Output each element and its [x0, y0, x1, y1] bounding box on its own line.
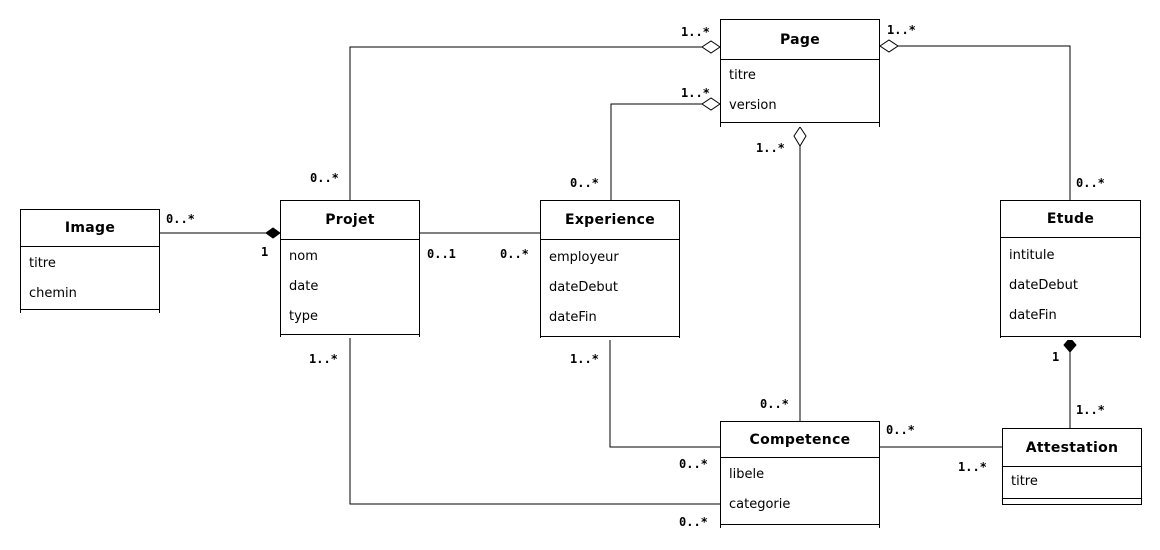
class-page-attributes: titre version [721, 60, 879, 123]
class-competence[interactable]: Competence libele categorie [720, 421, 880, 529]
aggregation-diamond-page-bottom [793, 126, 807, 147]
attribute: chemin [29, 286, 77, 301]
attribute: intitule [1009, 248, 1055, 263]
class-page[interactable]: Page titre version [720, 19, 880, 127]
multiplicity-image-projet-at-image: 0..* [166, 212, 195, 226]
multiplicity-projet-experience-at-experience: 0..* [500, 247, 529, 261]
multiplicity-competence-attestation-at-competence: 0..* [886, 423, 915, 437]
attribute: titre [29, 256, 56, 271]
class-projet-methods-empty [281, 335, 419, 338]
multiplicity-projet-page-at-page: 1..* [681, 25, 710, 39]
connector-experience-page [610, 103, 702, 200]
multiplicity-page-competence-at-competence: 0..* [760, 397, 789, 411]
attribute: nom [289, 249, 318, 264]
class-etude-methods-empty [1001, 337, 1140, 340]
class-image[interactable]: Image titre chemin [20, 209, 160, 314]
multiplicity-experience-competence-at-experience: 1..* [570, 352, 599, 366]
multiplicity-experience-page-at-experience: 0..* [570, 176, 599, 190]
connector-projet-competence [349, 336, 720, 505]
attribute: version [729, 98, 777, 113]
multiplicity-experience-competence-at-competence: 0..* [679, 457, 708, 471]
connector-projet-page [349, 46, 702, 200]
class-page-name: Page [721, 20, 879, 60]
connector-page-etude [898, 45, 1071, 200]
class-projet-name: Projet [281, 201, 419, 240]
class-etude-attributes: intitule dateDebut dateFin [1001, 238, 1140, 337]
aggregation-diamond-page-right [879, 39, 899, 53]
multiplicity-etude-attestation-at-attestation: 1..* [1076, 403, 1105, 417]
multiplicity-image-projet-at-projet: 1 [261, 245, 269, 259]
class-image-methods-empty [21, 310, 159, 314]
attribute: dateDebut [549, 280, 618, 295]
attribute: date [289, 279, 319, 294]
class-image-attributes: titre chemin [21, 247, 159, 310]
multiplicity-projet-competence-at-competence: 0..* [679, 515, 708, 529]
class-etude[interactable]: Etude intitule dateDebut dateFin [1000, 200, 1141, 340]
multiplicity-projet-experience-at-projet: 0..1 [427, 247, 456, 261]
class-page-methods-empty [721, 123, 879, 127]
attribute: dateFin [1009, 308, 1057, 323]
class-attestation-methods-empty [1003, 499, 1141, 504]
attribute: libele [729, 467, 765, 482]
class-projet-attributes: nom date type [281, 240, 419, 335]
composition-diamond-etude-bottom [1063, 337, 1077, 353]
multiplicity-projet-page-at-projet: 0..* [310, 171, 339, 185]
attribute: titre [1011, 474, 1038, 489]
multiplicity-page-competence-at-page: 1..* [756, 141, 785, 155]
connector-experience-competence [609, 337, 720, 448]
multiplicity-competence-attestation-at-attestation: 1..* [958, 460, 987, 474]
class-experience-name: Experience [541, 201, 679, 240]
multiplicity-projet-competence-at-projet: 1..* [309, 352, 338, 366]
class-image-name: Image [21, 210, 159, 247]
attribute: dateDebut [1009, 278, 1078, 293]
class-competence-methods-empty [721, 525, 879, 529]
aggregation-diamond-page-left-top [701, 40, 721, 54]
class-attestation-attributes: titre [1003, 467, 1141, 499]
attribute: titre [729, 68, 756, 83]
class-attestation-name: Attestation [1003, 429, 1141, 467]
class-experience-methods-empty [541, 337, 679, 340]
multiplicity-page-etude-at-etude: 0..* [1076, 176, 1105, 190]
attribute: dateFin [549, 310, 597, 325]
class-experience-attributes: employeur dateDebut dateFin [541, 240, 679, 337]
class-experience[interactable]: Experience employeur dateDebut dateFin [540, 200, 680, 340]
attribute: employeur [549, 250, 619, 265]
class-projet[interactable]: Projet nom date type [280, 200, 420, 338]
aggregation-diamond-page-left-bottom [701, 97, 721, 111]
composition-diamond-projet-left [265, 227, 281, 239]
class-competence-attributes: libele categorie [721, 458, 879, 525]
multiplicity-experience-page-at-page: 1..* [681, 86, 710, 100]
class-attestation[interactable]: Attestation titre [1002, 428, 1142, 505]
attribute: type [289, 309, 319, 324]
class-competence-name: Competence [721, 422, 879, 458]
multiplicity-page-etude-at-page: 1..* [887, 23, 916, 37]
multiplicity-etude-attestation-at-etude: 1 [1052, 350, 1060, 364]
attribute: categorie [729, 497, 791, 512]
class-etude-name: Etude [1001, 201, 1140, 238]
